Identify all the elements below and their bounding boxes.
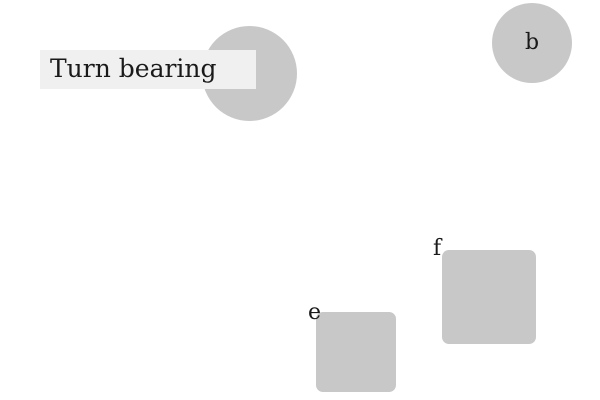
- circle-b-shape[interactable]: b: [492, 3, 572, 83]
- square-f-shape[interactable]: [442, 250, 536, 344]
- square-e-shape[interactable]: [316, 312, 396, 392]
- tooltip: Turn bearing: [40, 50, 256, 89]
- square-f-label: f: [433, 236, 442, 261]
- circle-b-label: b: [524, 30, 540, 55]
- square-e-label: e: [308, 300, 322, 325]
